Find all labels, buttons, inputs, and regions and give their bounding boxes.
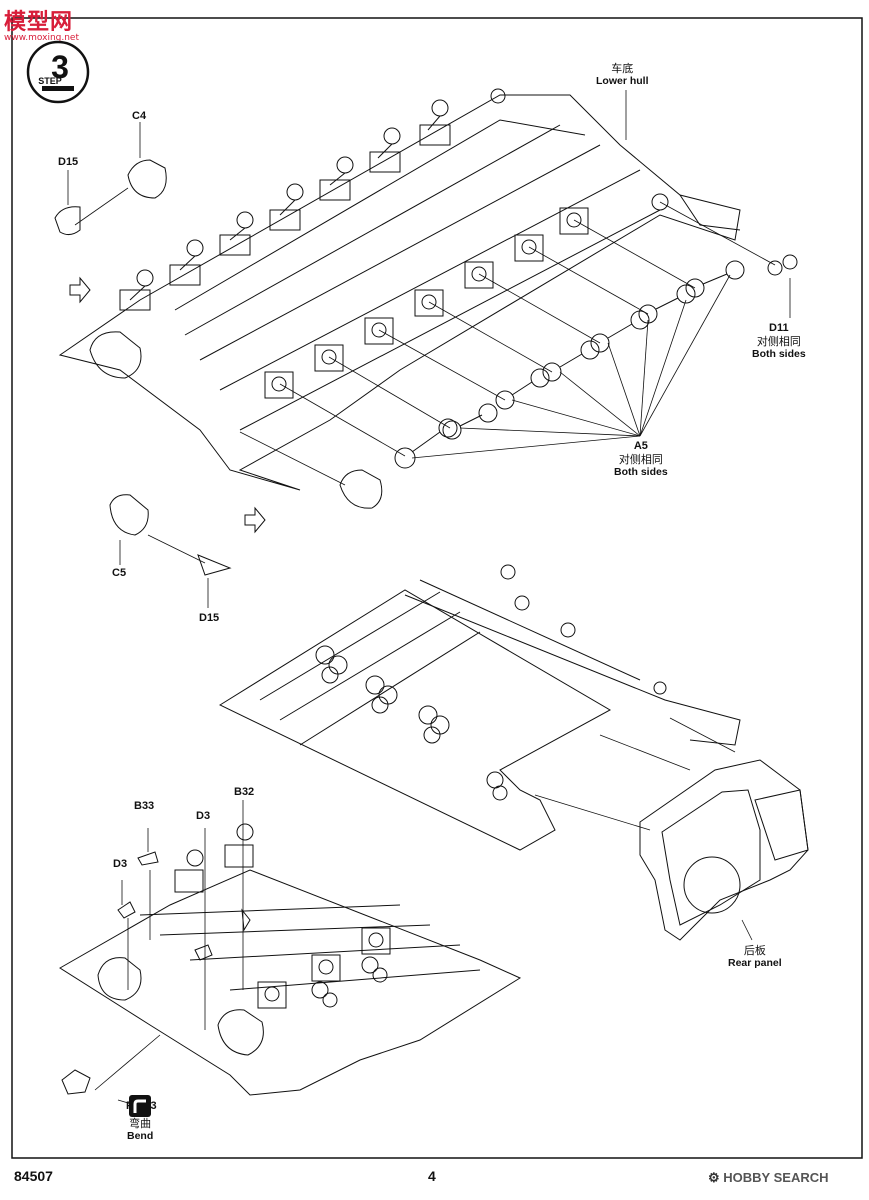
source-text: HOBBY SEARCH xyxy=(723,1170,829,1185)
label-d11-code: D11 xyxy=(769,322,789,334)
step-badge: 3 STEP xyxy=(26,40,90,104)
label-d15-top: D15 xyxy=(58,156,79,168)
label-a5: A5 对侧相同 Both sides xyxy=(614,440,668,479)
label-lower-hull-en: Lower hull xyxy=(596,75,649,87)
source-watermark: ⚙ HOBBY SEARCH xyxy=(708,1170,829,1186)
label-d11-zh: 对侧相同 xyxy=(756,335,801,348)
label-rear-panel-zh: 后板 xyxy=(743,944,766,957)
label-d11-en: Both sides xyxy=(752,348,806,360)
label-b32: B32 xyxy=(234,786,255,798)
label-a5-zh: 对侧相同 xyxy=(618,453,663,466)
label-c4: C4 xyxy=(132,110,147,122)
bend-icon xyxy=(129,1095,152,1117)
middle-assembly xyxy=(218,564,809,941)
watermark-url: www.moxing.net xyxy=(4,33,79,43)
bend-zh: 弯曲 xyxy=(129,1117,152,1130)
bottom-assembly xyxy=(59,800,522,1106)
bend-en: Bend xyxy=(127,1130,154,1142)
label-rear-panel-en: Rear panel xyxy=(728,957,782,969)
label-b33: B33 xyxy=(134,800,155,812)
page-border xyxy=(11,17,863,1159)
label-c5: C5 xyxy=(112,567,127,579)
label-d11: D11 对侧相同 Both sides xyxy=(752,322,806,361)
bend-indicator: 弯曲 Bend xyxy=(127,1095,153,1143)
watermark-logo: 模型网 www.moxing.net xyxy=(4,4,79,43)
source-icon: ⚙ xyxy=(708,1170,724,1185)
label-a5-code: A5 xyxy=(633,440,648,452)
label-lower-hull-zh: 车底 xyxy=(611,62,634,75)
label-d3-a: D3 xyxy=(196,810,211,822)
label-a5-en: Both sides xyxy=(614,466,668,478)
kit-number: 84507 xyxy=(14,1168,53,1184)
lower-hull-top xyxy=(54,88,798,608)
label-d15-mid: D15 xyxy=(199,612,220,624)
label-rear-panel: 后板 Rear panel xyxy=(728,944,782,970)
watermark-logo-text: 模型网 xyxy=(4,10,74,35)
label-lower-hull: 车底 Lower hull xyxy=(596,62,649,88)
label-d3-b: D3 xyxy=(113,858,128,870)
step-label: STEP xyxy=(38,76,62,86)
page-number: 4 xyxy=(428,1168,436,1184)
step-number: 3 xyxy=(51,49,69,85)
